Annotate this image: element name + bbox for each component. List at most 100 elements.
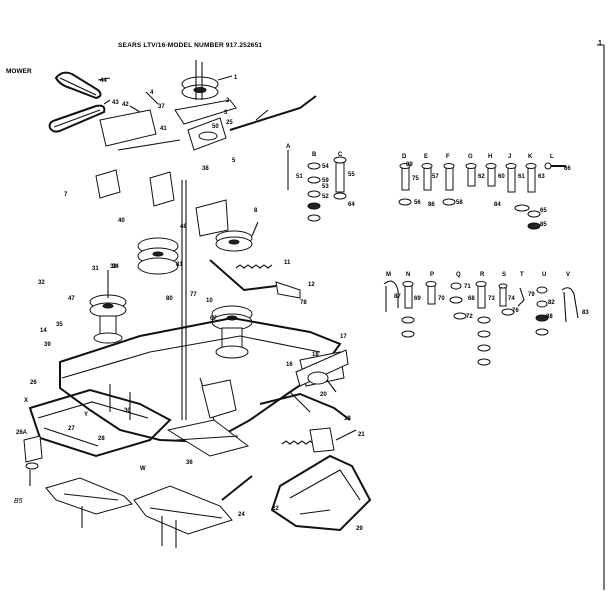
link-rod-center xyxy=(209,259,301,299)
right-spindle-pulley xyxy=(211,305,253,359)
callout-34: 34 xyxy=(112,264,119,270)
callout-27: 27 xyxy=(68,426,75,432)
callout-81: 81 xyxy=(176,262,183,268)
callout-5: 5 xyxy=(232,158,236,164)
callout-labels: 1 44 43 42 37 2 3 4 5 7 8 11 12 14 16 17… xyxy=(16,75,589,532)
callout-82: 82 xyxy=(548,300,555,306)
letter-P: P xyxy=(430,272,434,278)
callout-87: 87 xyxy=(394,294,401,300)
idler-arm-assembly xyxy=(129,60,237,151)
belt-43 xyxy=(48,99,111,133)
callout-26a: 26A xyxy=(16,430,28,436)
callout-32: 32 xyxy=(38,280,45,286)
letter-N: N xyxy=(406,272,410,278)
blade-right xyxy=(133,485,233,548)
callout-X: X xyxy=(24,398,28,404)
callout-47: 47 xyxy=(68,296,75,302)
letter-C: C xyxy=(338,152,343,158)
callout-74: 74 xyxy=(508,296,515,302)
corner-mark: 1 xyxy=(598,40,602,47)
center-pulley-stack xyxy=(137,237,179,275)
gauge-wheel-spring xyxy=(281,427,335,453)
callout-80: 80 xyxy=(166,296,173,302)
callout-28: 28 xyxy=(98,436,105,442)
hardware-letters-row1: B C D E F G H J K L xyxy=(312,152,554,160)
callout-12: 12 xyxy=(308,282,315,288)
letter-Q: Q xyxy=(456,272,461,278)
left-spindle-pulley xyxy=(89,270,127,344)
callout-61: 61 xyxy=(518,174,525,180)
lift-link-right xyxy=(259,349,351,421)
bracket-left-upper xyxy=(95,109,181,207)
front-axle-frame xyxy=(28,384,172,458)
diagram-title: SEARS LTV/16-MODEL NUMBER 917.252651 xyxy=(118,42,263,49)
callout-86: 86 xyxy=(428,202,435,208)
callout-59: 59 xyxy=(322,178,329,184)
mower-deck xyxy=(59,316,345,444)
discharge-chute xyxy=(270,429,372,532)
callout-10: 10 xyxy=(206,298,213,304)
callout-38: 38 xyxy=(202,166,209,172)
letter-F: F xyxy=(446,154,450,160)
callout-41: 41 xyxy=(160,126,167,132)
callout-16: 16 xyxy=(286,362,293,368)
callout-2: 2 xyxy=(226,98,230,104)
letter-G: G xyxy=(468,154,473,160)
hardware-row1 xyxy=(287,150,566,230)
callout-W: W xyxy=(140,466,146,472)
callout-36: 36 xyxy=(186,460,193,466)
letter-K: K xyxy=(528,154,533,160)
callout-76: 76 xyxy=(512,308,519,314)
letter-J: J xyxy=(508,154,511,160)
callout-58: 58 xyxy=(456,200,463,206)
letter-L: L xyxy=(550,154,554,160)
belt-44 xyxy=(54,71,111,100)
callout-62: 62 xyxy=(478,174,485,180)
callout-39: 39 xyxy=(44,342,51,348)
callout-60: 60 xyxy=(498,174,505,180)
letter-V: V xyxy=(566,272,570,278)
callout-43: 43 xyxy=(112,100,119,106)
callout-88: 88 xyxy=(546,314,553,320)
callout-64: 64 xyxy=(348,202,355,208)
callout-29: 29 xyxy=(356,526,363,532)
callout-67: 67 xyxy=(210,316,217,322)
callout-75: 75 xyxy=(412,176,419,182)
callout-69: 69 xyxy=(414,296,421,302)
hardware-letters-row2: M N P Q R S T U V xyxy=(386,272,570,278)
letter-R: R xyxy=(480,272,485,278)
callout-63: 63 xyxy=(538,174,545,180)
letter-T: T xyxy=(520,272,524,278)
letter-E: E xyxy=(424,154,428,160)
callout-48: 48 xyxy=(180,224,187,230)
callout-37: 37 xyxy=(158,104,165,110)
callout-31: 31 xyxy=(92,266,99,272)
callout-42: 42 xyxy=(122,102,129,108)
callout-8: 8 xyxy=(254,208,258,214)
callout-54: 54 xyxy=(322,164,329,170)
callout-26: 26 xyxy=(30,380,37,386)
callout-53: 53 xyxy=(322,184,329,190)
top-pulley xyxy=(181,75,233,100)
callout-20: 20 xyxy=(320,392,327,398)
section-label: MOWER xyxy=(6,68,32,75)
callout-84: 84 xyxy=(494,202,501,208)
callout-66: 66 xyxy=(564,166,571,172)
blade-left xyxy=(45,477,133,528)
callout-18: 18 xyxy=(312,352,319,358)
letter-S: S xyxy=(502,272,506,278)
center-shaft xyxy=(181,180,229,420)
callout-89: 89 xyxy=(406,162,413,168)
callout-33: 33 xyxy=(110,264,117,270)
callout-52: 52 xyxy=(322,194,329,200)
callout-68: 68 xyxy=(468,296,475,302)
callout-56: 56 xyxy=(414,200,421,206)
callout-83: 83 xyxy=(582,310,589,316)
page-frame xyxy=(597,44,605,590)
diagram-code: B5 xyxy=(14,498,23,505)
callout-7: 7 xyxy=(64,192,68,198)
callout-71: 71 xyxy=(464,284,471,290)
callout-19: 19 xyxy=(344,416,351,422)
